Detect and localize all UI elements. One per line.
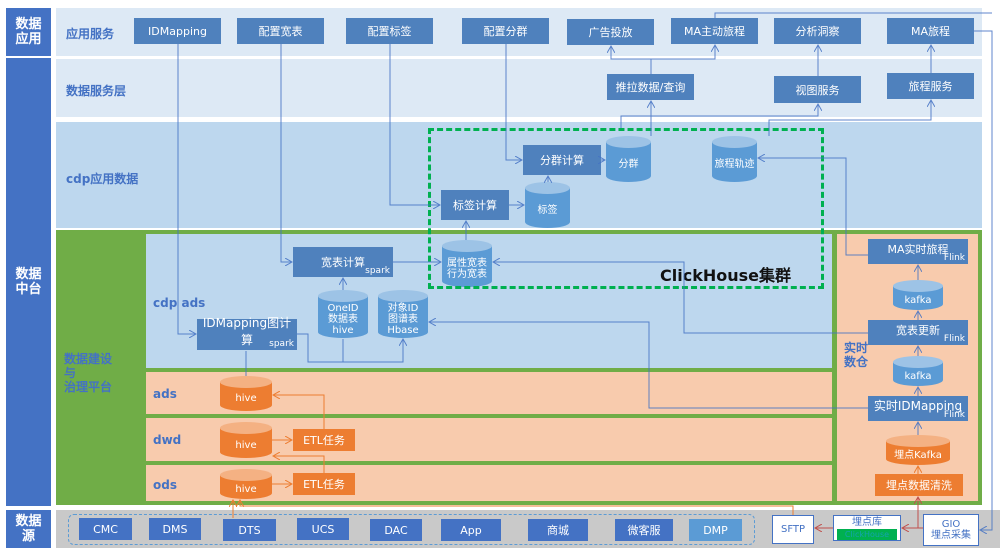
- event-db-box[interactable]: 埋点库 ClickHouse: [833, 515, 901, 541]
- journey-track-cylinder: 旅程轨迹: [712, 136, 757, 182]
- tag-store-cylinder: 标签: [525, 182, 570, 228]
- ads-hive-label: hive: [235, 393, 257, 404]
- kafka-label-2: kafka: [904, 370, 932, 382]
- app-box-ma-active-journey[interactable]: MA主动旅程: [671, 18, 758, 44]
- group-compute-box[interactable]: 分群计算: [523, 145, 601, 175]
- group-store-cylinder: 分群: [606, 136, 651, 182]
- layer-label-app-service: 应用服务: [66, 27, 115, 41]
- oneid-cylinder: OneID 数据表 hive: [318, 290, 368, 338]
- app-box-config-group[interactable]: 配置分群: [462, 18, 549, 44]
- tag-compute-box[interactable]: 标签计算: [441, 190, 509, 220]
- source-app[interactable]: App: [441, 519, 501, 541]
- oneid-label: OneID 数据表 hive: [327, 302, 359, 336]
- event-kafka-cylinder: 埋点Kafka: [886, 435, 950, 465]
- side-label-source: 数据 源: [6, 510, 51, 548]
- app-box-idmapping[interactable]: IDMapping: [134, 18, 221, 44]
- ma-realtime-journey-box[interactable]: MA实时旅程 Flink: [868, 239, 968, 264]
- kafka-label-1: kafka: [904, 294, 932, 306]
- event-clean-box[interactable]: 埋点数据清洗: [875, 474, 963, 496]
- attr-wide-label: 属性宽表 行为宽表: [447, 257, 487, 280]
- layer-label-realtime: 实时 数仓: [844, 341, 869, 369]
- source-ucs[interactable]: UCS: [297, 518, 349, 540]
- source-cmc[interactable]: CMC: [79, 518, 132, 540]
- rt-idmapping-box[interactable]: 实时IDMapping Flink: [868, 396, 968, 421]
- app-box-config-wide[interactable]: 配置宽表: [237, 18, 324, 44]
- object-id-label: 对象ID 图谱表 Hbase: [387, 302, 419, 336]
- idmapping-graph-engine: spark: [269, 339, 294, 349]
- ods-hive-cylinder: hive: [220, 469, 272, 499]
- layer-label-ods: ods: [153, 478, 177, 492]
- ma-realtime-journey-engine: Flink: [943, 253, 965, 263]
- wide-compute-label: 宽表计算: [321, 256, 365, 269]
- object-id-cylinder: 对象ID 图谱表 Hbase: [378, 290, 428, 338]
- source-dts[interactable]: DTS: [223, 519, 276, 541]
- group-store-label: 分群: [618, 158, 639, 170]
- app-box-config-tag[interactable]: 配置标签: [346, 18, 433, 44]
- source-mall[interactable]: 商城: [528, 519, 588, 541]
- rt-idmapping-engine: Flink: [943, 410, 965, 420]
- side-label-app: 数据 应用: [6, 8, 51, 56]
- sftp-box[interactable]: SFTP: [772, 515, 814, 544]
- app-box-analysis[interactable]: 分析洞察: [774, 18, 861, 44]
- event-db-engine: ClickHouse: [837, 528, 897, 540]
- source-dmp[interactable]: DMP: [689, 519, 742, 541]
- side-label-middle: 数据 中台: [6, 58, 51, 506]
- data-service-push-pull[interactable]: 推拉数据/查询: [607, 74, 694, 100]
- layer-label-data-service: 数据服务层: [66, 84, 127, 98]
- dwd-hive-cylinder: hive: [220, 422, 272, 458]
- dwd-hive-label: hive: [235, 439, 257, 451]
- tag-store-label: 标签: [537, 204, 558, 216]
- etl-task-dwd[interactable]: ETL任务: [293, 429, 355, 451]
- clickhouse-cluster-label: ClickHouse集群: [660, 266, 791, 285]
- idmapping-graph-label: IDMapping图计算: [202, 315, 292, 347]
- ods-hive-label: hive: [235, 483, 257, 495]
- data-service-journey[interactable]: 旅程服务: [887, 73, 974, 99]
- rt-idmapping-label: 实时IDMapping: [873, 399, 963, 413]
- idmapping-graph-box[interactable]: IDMapping图计算 spark: [197, 316, 297, 350]
- data-service-view[interactable]: 视图服务: [774, 76, 861, 103]
- kafka-cylinder-1: kafka: [893, 280, 943, 310]
- wide-update-engine: Flink: [943, 334, 965, 344]
- gio-collect-box[interactable]: GIO 埋点采集: [923, 514, 979, 546]
- wide-update-label: 宽表更新: [896, 323, 940, 337]
- ma-realtime-journey-label: MA实时旅程: [887, 242, 949, 256]
- layer-label-ads: ads: [153, 387, 177, 401]
- kafka-cylinder-2: kafka: [893, 356, 943, 386]
- journey-track-label: 旅程轨迹: [714, 158, 755, 170]
- source-dms[interactable]: DMS: [149, 518, 201, 540]
- source-dac[interactable]: DAC: [370, 519, 422, 541]
- wide-compute-box[interactable]: 宽表计算 spark: [293, 247, 393, 277]
- app-box-ma-journey[interactable]: MA旅程: [887, 18, 974, 44]
- layer-label-dwd: dwd: [153, 433, 182, 447]
- layer-label-cdp-app-data: cdp应用数据: [66, 172, 139, 186]
- attr-wide-cylinder: 属性宽表 行为宽表: [442, 240, 492, 287]
- ads-hive-cylinder: hive: [220, 376, 272, 411]
- source-wechat-service[interactable]: 微客服: [615, 519, 673, 541]
- event-db-label: 埋点库: [852, 516, 882, 528]
- wide-update-box[interactable]: 宽表更新 Flink: [868, 320, 968, 345]
- layer-label-cdp-ads: cdp ads: [153, 296, 206, 310]
- etl-task-ods[interactable]: ETL任务: [293, 473, 355, 495]
- event-kafka-label: 埋点Kafka: [894, 449, 942, 461]
- wide-compute-engine: spark: [365, 266, 390, 276]
- app-box-ad-delivery[interactable]: 广告投放: [567, 19, 654, 45]
- layer-label-governance: 数据建设 与 治理平台: [64, 352, 113, 394]
